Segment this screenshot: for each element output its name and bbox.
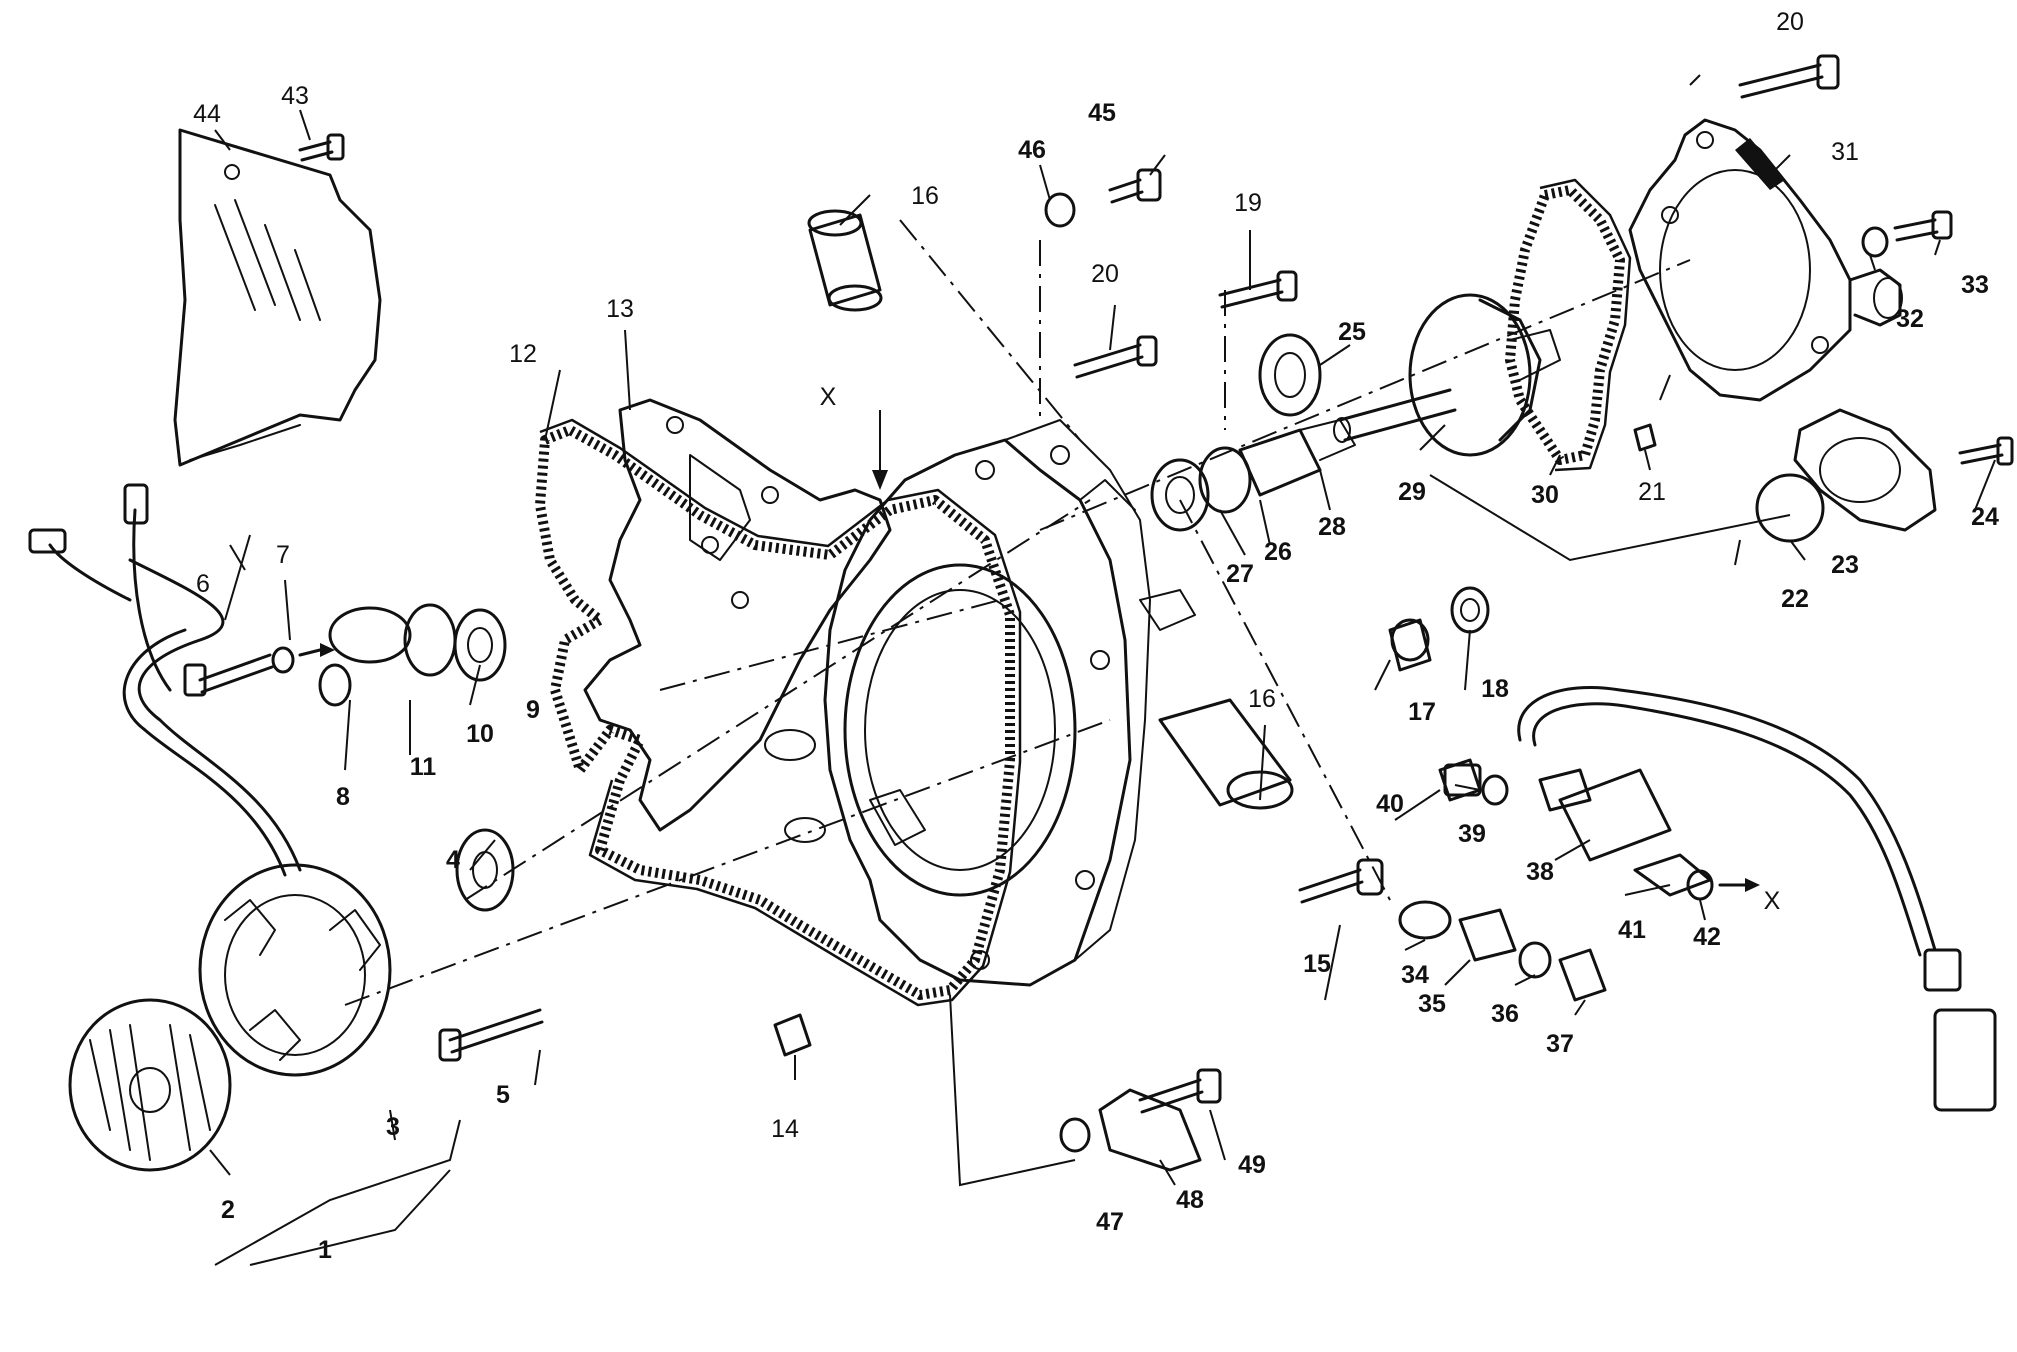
callout-47: 47 bbox=[1096, 1208, 1124, 1236]
pump-housing bbox=[1628, 118, 1903, 402]
callout-13: 13 bbox=[606, 295, 634, 323]
callout-2: 2 bbox=[221, 1196, 235, 1224]
callout-6: 6 bbox=[196, 570, 210, 598]
callout-44: 44 bbox=[193, 100, 221, 128]
callout-26: 26 bbox=[1264, 538, 1292, 566]
callout-30: 30 bbox=[1531, 481, 1559, 509]
callout-11: 11 bbox=[410, 753, 437, 781]
callout-38: 38 bbox=[1526, 858, 1554, 886]
marker-x-top: X bbox=[820, 383, 837, 411]
bearings bbox=[183, 603, 544, 1062]
callout-41: 41 bbox=[1618, 916, 1646, 944]
callout-40: 40 bbox=[1376, 790, 1404, 818]
callout-9: 9 bbox=[526, 696, 540, 724]
assembly-axes bbox=[344, 219, 1691, 1006]
callout-25: 25 bbox=[1338, 318, 1366, 346]
callout-22: 22 bbox=[1781, 585, 1809, 613]
callout-39: 39 bbox=[1458, 820, 1486, 848]
callout-15: 15 bbox=[1303, 950, 1331, 978]
callout-45: 45 bbox=[1088, 99, 1116, 127]
callout-27: 27 bbox=[1226, 560, 1254, 588]
callout-33: 33 bbox=[1961, 271, 1989, 299]
callout-7: 7 bbox=[276, 541, 290, 569]
callout-21: 21 bbox=[1638, 478, 1666, 506]
callout-24: 24 bbox=[1971, 503, 1999, 531]
callout-14: 14 bbox=[771, 1115, 799, 1143]
callout-34: 34 bbox=[1401, 961, 1429, 989]
outer-cover bbox=[583, 398, 892, 843]
callout-42: 42 bbox=[1693, 923, 1721, 951]
callout-12: 12 bbox=[509, 340, 537, 368]
impeller bbox=[1333, 293, 1561, 457]
callout-43: 43 bbox=[281, 82, 309, 110]
callout-29: 29 bbox=[1398, 478, 1426, 506]
callout-28: 28 bbox=[1318, 513, 1346, 541]
callout-16-top: 16 bbox=[911, 182, 939, 210]
callout-16-mid: 16 bbox=[1248, 685, 1276, 713]
callout-46: 46 bbox=[1018, 136, 1046, 164]
callout-20-top: 20 bbox=[1776, 8, 1804, 36]
fittings bbox=[807, 209, 1490, 810]
sensor-assembly bbox=[1438, 685, 1997, 1112]
callout-49: 49 bbox=[1238, 1151, 1266, 1179]
callout-10: 10 bbox=[466, 720, 494, 748]
callout-23: 23 bbox=[1831, 551, 1859, 579]
bracket-parts bbox=[773, 1013, 1222, 1172]
outer-cover-gasket bbox=[535, 418, 1022, 1007]
callout-18: 18 bbox=[1481, 675, 1509, 703]
callout-3: 3 bbox=[386, 1113, 400, 1141]
callout-labels: 1 2 3 4 5 6 7 8 9 10 11 12 13 14 15 16 1… bbox=[193, 8, 1999, 1264]
stator-rotor bbox=[28, 483, 392, 1172]
shaft-seals bbox=[1150, 333, 1356, 532]
leader-lines bbox=[209, 74, 1996, 1266]
callout-20-mid: 20 bbox=[1091, 260, 1119, 288]
screws-top bbox=[1044, 54, 1953, 452]
callout-1: 1 bbox=[318, 1236, 332, 1264]
callout-48: 48 bbox=[1176, 1186, 1204, 1214]
callout-36: 36 bbox=[1491, 1000, 1519, 1028]
oil-plug-parts bbox=[1298, 858, 1607, 1002]
callout-35: 35 bbox=[1418, 990, 1446, 1018]
marker-x-right: X bbox=[1764, 887, 1781, 915]
callout-5: 5 bbox=[496, 1081, 510, 1109]
callout-4: 4 bbox=[446, 846, 460, 874]
sprocket-guard bbox=[173, 128, 382, 467]
callout-31: 31 bbox=[1831, 138, 1859, 166]
callout-37: 37 bbox=[1546, 1030, 1574, 1058]
callout-17: 17 bbox=[1408, 698, 1436, 726]
callout-19: 19 bbox=[1234, 189, 1262, 217]
callout-32: 32 bbox=[1896, 305, 1924, 333]
callout-8: 8 bbox=[336, 783, 350, 811]
pump-gasket bbox=[1505, 178, 1632, 472]
